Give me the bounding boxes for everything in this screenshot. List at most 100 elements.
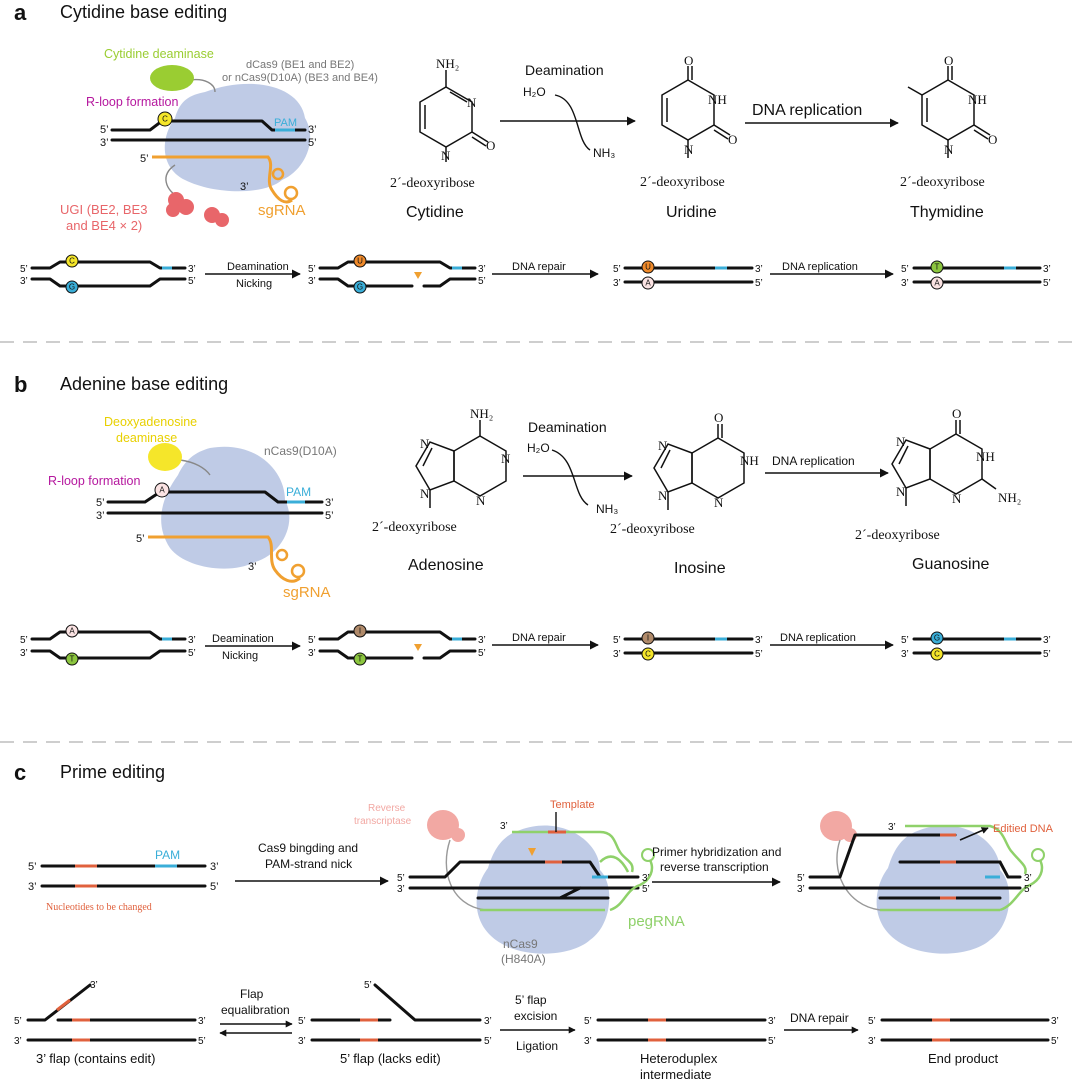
- svg-text:5’: 5’: [14, 1016, 22, 1027]
- svg-text:NH: NH: [968, 92, 987, 107]
- svg-text:O: O: [952, 406, 961, 421]
- be-a-5prime-top: 5’: [100, 124, 109, 136]
- svg-text:3’: 3’: [901, 649, 909, 660]
- svg-text:Nicking: Nicking: [236, 278, 272, 290]
- svg-text:NH₃: NH₃: [596, 502, 618, 516]
- svg-text:excision: excision: [514, 1009, 557, 1023]
- svg-text:3’: 3’: [755, 635, 763, 646]
- svg-text:3’: 3’: [1051, 1016, 1059, 1027]
- cas9-blob-a: [164, 83, 311, 192]
- svg-text:3’: 3’: [584, 1036, 592, 1047]
- dna-replication-arrow-a: DNA replication: [745, 102, 899, 128]
- svg-text:PAM-strand nick: PAM-strand nick: [265, 857, 353, 871]
- svg-text:N: N: [441, 148, 451, 163]
- svg-text:2´-deoxyribose: 2´-deoxyribose: [610, 522, 695, 537]
- svg-text:Ligation: Ligation: [516, 1039, 558, 1053]
- uridine-name: Uridine: [666, 204, 717, 221]
- svg-text:5’: 5’: [901, 264, 909, 275]
- svg-text:nCas9(D10A): nCas9(D10A): [264, 444, 337, 458]
- svg-text:(H840A): (H840A): [501, 952, 546, 966]
- svg-text:DNA replication: DNA replication: [782, 261, 858, 273]
- label-5-flap: 5’ flap (lacks edit): [340, 1051, 441, 1066]
- svg-text:Flap: Flap: [240, 987, 264, 1001]
- svg-text:5’: 5’: [1043, 649, 1051, 660]
- svg-text:5’: 5’: [325, 510, 334, 522]
- guanosine-structure: O NH NH₂ N N N 2´-deoxyribose Guanosine: [855, 406, 1021, 573]
- svg-text:O: O: [728, 132, 737, 147]
- prime-editor-complex-2: 3’ Editied DNA 5’3’ 3’5’: [797, 811, 1054, 954]
- be-a-3prime-bot: 3’: [100, 137, 109, 149]
- svg-text:5’: 5’: [768, 1036, 776, 1047]
- svg-text:nCas9: nCas9: [503, 937, 538, 951]
- base-editor-complex-b: Deoxyadenosine deaminase nCas9(D10A) R-l…: [48, 415, 337, 601]
- panel-c-letter: c: [14, 760, 26, 785]
- svg-text:Editied DNA: Editied DNA: [993, 823, 1054, 835]
- svg-text:N: N: [896, 484, 906, 499]
- svg-text:NH: NH: [708, 92, 727, 107]
- svg-text:3’: 3’: [188, 635, 196, 646]
- svg-text:3’: 3’: [397, 884, 405, 895]
- svg-text:N: N: [501, 451, 511, 466]
- label-end-product: End product: [928, 1051, 998, 1066]
- svg-text:5’: 5’: [1051, 1036, 1059, 1047]
- svg-text:2´-deoxyribose: 2´-deoxyribose: [372, 520, 457, 535]
- deamination-arrow-b: Deamination H₂O NH₃: [523, 419, 633, 516]
- svg-text:N: N: [476, 493, 486, 508]
- svg-text:O: O: [486, 138, 495, 153]
- be-a-5prime-bot: 5’: [308, 137, 317, 149]
- svg-text:Deamination: Deamination: [227, 261, 289, 273]
- svg-text:C: C: [645, 650, 651, 659]
- svg-text:3’: 3’: [888, 822, 896, 833]
- cytidine-deaminase-label: Cytidine deaminase: [104, 47, 214, 61]
- svg-text:5’: 5’: [188, 648, 196, 659]
- svg-text:A: A: [159, 486, 165, 495]
- svg-text:A: A: [645, 279, 651, 288]
- svg-text:5’: 5’: [20, 264, 28, 275]
- svg-text:N: N: [420, 436, 430, 451]
- step1-arrow-c: Cas9 bingding and PAM-strand nick: [235, 841, 389, 886]
- thymidine-name: Thymidine: [910, 204, 984, 221]
- svg-text:T: T: [935, 263, 940, 272]
- cytidine-deaminase-shape: [150, 65, 194, 91]
- panel-c-title: Prime editing: [60, 762, 165, 782]
- svg-text:5’: 5’: [308, 264, 316, 275]
- cytosine-c-marker: [157, 111, 173, 127]
- svg-text:3’: 3’: [797, 884, 805, 895]
- svg-text:PAM: PAM: [286, 485, 311, 499]
- ugi-label-2: and BE4 × 2): [66, 218, 142, 233]
- svg-text:3’: 3’: [308, 648, 316, 659]
- svg-text:N: N: [658, 488, 668, 503]
- adenosine-structure: NH₂ N N N N 2´-deoxyribose Adenosine: [372, 406, 511, 574]
- svg-text:2´-deoxyribose: 2´-deoxyribose: [855, 528, 940, 543]
- svg-text:DNA replication: DNA replication: [772, 454, 855, 468]
- svg-text:G: G: [934, 634, 940, 643]
- svg-text:N: N: [952, 491, 962, 506]
- svg-text:3’: 3’: [500, 821, 508, 832]
- ugi-label-1: UGI (BE2, BE3: [60, 202, 147, 217]
- ncas9-note: or nCas9(D10A) (BE3 and BE4): [222, 72, 378, 84]
- svg-text:3’: 3’: [1043, 264, 1051, 275]
- svg-text:3’: 3’: [755, 264, 763, 275]
- svg-text:3’: 3’: [642, 873, 650, 884]
- svg-text:N: N: [658, 438, 668, 453]
- step2-arrow-c: Primer hybridization and reverse transcr…: [652, 845, 781, 887]
- svg-text:2´-deoxyribose: 2´-deoxyribose: [900, 175, 985, 190]
- svg-text:NH: NH: [740, 453, 759, 468]
- panel-b-letter: b: [14, 372, 27, 397]
- svg-text:3’: 3’: [901, 278, 909, 289]
- svg-text:5’: 5’: [613, 635, 621, 646]
- cytidine-name: Cytidine: [406, 204, 464, 221]
- prime-editor-complex-1: Reverse transcriptase 3’ Template 5’3’ 3…: [354, 799, 685, 966]
- thymidine-structure: O NH O N 2´-deoxyribose Thymidine: [900, 53, 997, 221]
- inosine-structure: O NH N N N 2´-deoxyribose Inosine: [610, 410, 759, 577]
- base-editor-complex-a: Cytidine deaminase dCas9 (BE1 and BE2) o…: [60, 47, 378, 233]
- svg-text:5’: 5’: [755, 649, 763, 660]
- panel-a-letter: a: [14, 0, 27, 25]
- svg-text:R-loop formation: R-loop formation: [48, 474, 140, 488]
- label-3-flap: 3’ flap (contains edit): [36, 1051, 155, 1066]
- svg-text:I: I: [359, 627, 361, 636]
- svg-text:5’: 5’: [96, 497, 105, 509]
- svg-text:C: C: [69, 257, 75, 266]
- svg-text:DNA repair: DNA repair: [512, 261, 566, 273]
- svg-text:3’: 3’: [20, 276, 28, 287]
